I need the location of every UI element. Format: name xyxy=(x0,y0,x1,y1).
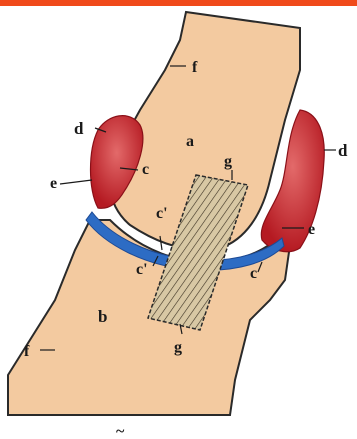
label-c-prime-1: c' xyxy=(156,205,168,222)
label-c-left: c xyxy=(142,161,149,178)
label-e-right: e xyxy=(308,221,315,238)
label-b: b xyxy=(98,307,107,326)
footer-mark: ~ xyxy=(116,423,125,439)
label-d-left: d xyxy=(74,119,84,138)
label-g-top: g xyxy=(224,153,232,170)
label-f-top: f xyxy=(192,59,198,76)
label-e-left: e xyxy=(50,175,57,192)
label-a: a xyxy=(186,133,194,150)
label-c-prime-2: c' xyxy=(136,261,148,278)
label-d-right: d xyxy=(338,141,348,160)
label-c-right: c xyxy=(250,265,257,282)
leader-e-left xyxy=(60,180,92,184)
label-g-bottom: g xyxy=(174,339,182,356)
label-f-bottom: f xyxy=(24,343,30,360)
